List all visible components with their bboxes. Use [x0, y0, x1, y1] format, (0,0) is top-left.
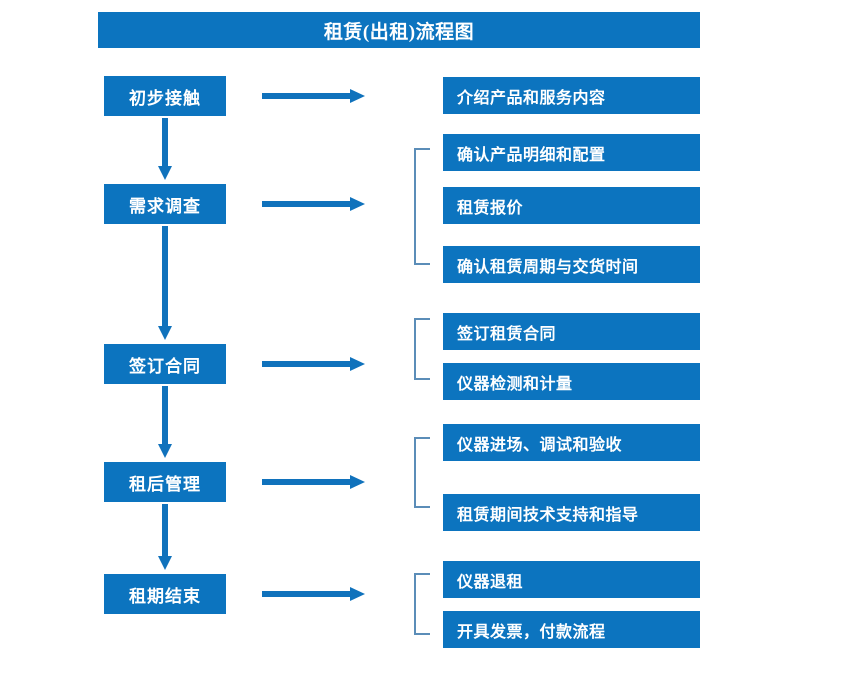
bracket-post-rental-management-group — [414, 437, 430, 508]
arrow-right-rental-end — [262, 585, 366, 603]
stage-box-initial-contact[interactable]: 初步接触 — [104, 76, 226, 116]
diagram-title: 租赁(出租)流程图 — [98, 12, 700, 48]
detail-box-confirm-rental-period[interactable]: 确认租赁周期与交货时间 — [443, 246, 700, 283]
detail-box-confirm-product-details[interactable]: 确认产品明细和配置 — [443, 134, 700, 171]
arrow-down-contact-to-survey — [156, 118, 174, 182]
stage-box-requirement-survey[interactable]: 需求调查 — [104, 184, 226, 224]
stage-box-rental-end[interactable]: 租期结束 — [104, 574, 226, 614]
detail-box-instrument-return[interactable]: 仪器退租 — [443, 561, 700, 598]
arrow-right-post-rental-management — [262, 473, 366, 491]
bracket-sign-contract-group — [414, 318, 430, 380]
detail-box-instrument-installation[interactable]: 仪器进场、调试和验收 — [443, 424, 700, 461]
arrow-right-sign-contract — [262, 355, 366, 373]
detail-box-sign-rental-contract[interactable]: 签订租赁合同 — [443, 313, 700, 350]
bracket-rental-end-group — [414, 573, 430, 635]
arrow-down-management-to-end — [156, 504, 174, 572]
detail-box-invoice-payment[interactable]: 开具发票，付款流程 — [443, 611, 700, 648]
detail-box-instrument-inspection[interactable]: 仪器检测和计量 — [443, 363, 700, 400]
detail-box-introduce-products[interactable]: 介绍产品和服务内容 — [443, 77, 700, 114]
detail-box-technical-support[interactable]: 租赁期间技术支持和指导 — [443, 494, 700, 531]
bracket-requirement-survey-group — [414, 148, 430, 265]
stage-box-sign-contract[interactable]: 签订合同 — [104, 344, 226, 384]
arrow-down-contract-to-management — [156, 386, 174, 460]
detail-box-rental-quotation[interactable]: 租赁报价 — [443, 187, 700, 224]
arrow-right-initial-contact — [262, 87, 366, 105]
arrow-right-requirement-survey — [262, 195, 366, 213]
stage-box-post-rental-management[interactable]: 租后管理 — [104, 462, 226, 502]
arrow-down-survey-to-contract — [156, 226, 174, 342]
